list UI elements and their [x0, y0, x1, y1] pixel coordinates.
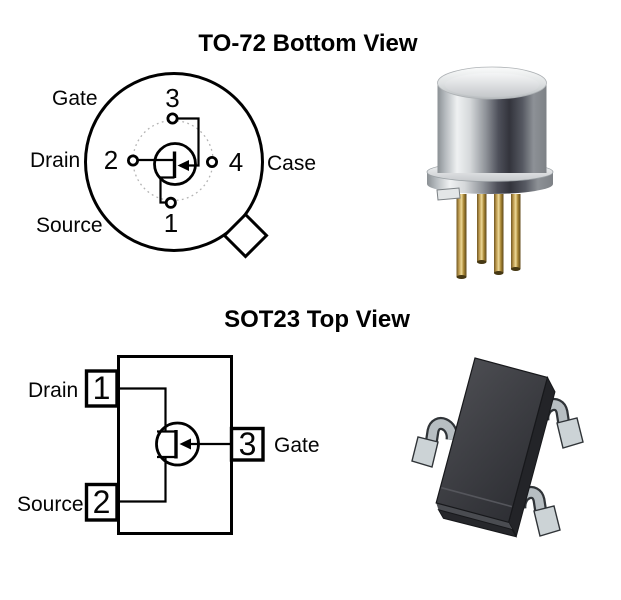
to72-case-label: Case [267, 152, 316, 175]
to72-pin1-terminal [164, 196, 177, 209]
lead-foot [533, 505, 561, 537]
to72-lead-tip [456, 275, 467, 279]
to72-lead [456, 194, 467, 277]
sot23-plastic-body [435, 357, 556, 538]
sot23-pin2-route-line [117, 457, 167, 503]
to72-lead-tip [476, 260, 487, 264]
to72-lead-tip [493, 271, 504, 275]
jfet-source-lead-line [159, 176, 175, 204]
to72-can-top-dome [445, 73, 539, 97]
sot23-jfet-symbol [117, 387, 232, 503]
sot23-pinout-diagram: 1 2 3 Drain Source Gate [17, 355, 320, 535]
to72-pin3-number: 3 [165, 83, 179, 113]
jfet-gate-lead-line [177, 117, 200, 167]
to72-lead [494, 194, 504, 273]
to72-pinout-diagram: 3 2 4 1 Gate Drain Source Case [30, 72, 316, 259]
to72-pin4-number: 4 [229, 147, 243, 177]
sot23-gate-label: Gate [274, 434, 320, 457]
to72-pin3-terminal [166, 112, 179, 125]
sot23-package-photo [411, 357, 584, 538]
jfet-gate-arrow-icon [179, 438, 191, 450]
to72-lead-tip [510, 267, 521, 271]
to72-title: TO-72 Bottom View [198, 30, 417, 57]
to72-index-tab-diamond [222, 212, 269, 259]
to72-package-photo [426, 66, 554, 279]
sot23-pin2-number: 2 [93, 484, 111, 520]
sot23-pin3-box [229, 426, 265, 462]
to72-pin2-number: 2 [104, 145, 118, 175]
body-top-face [435, 357, 549, 524]
to72-pin1-number: 1 [164, 208, 178, 238]
body-bottom-face [437, 508, 518, 538]
sot23-source-label: Source [17, 493, 84, 516]
to72-pin4-terminal [205, 155, 218, 168]
lead-foot [556, 417, 584, 449]
to72-package-leads [456, 194, 521, 279]
sot23-title: SOT23 Top View [224, 306, 410, 333]
jfet-gate-arrow-icon [177, 160, 189, 171]
to72-lead [477, 194, 487, 262]
to72-jfet-symbol [137, 117, 200, 204]
to72-case-outline-circle [84, 72, 264, 252]
sot23-pin1-route-line [117, 387, 167, 432]
sot23-drain-label: Drain [28, 379, 78, 402]
to72-lead [511, 194, 521, 269]
to72-flange-tab [436, 187, 461, 201]
to72-gate-label: Gate [52, 87, 98, 110]
body-bevel-line [441, 486, 513, 508]
sot23-pin3-number: 3 [239, 426, 257, 462]
sot23-lead-left [411, 417, 459, 468]
lead-foot [411, 436, 439, 468]
to72-pin2-terminal [126, 154, 139, 167]
body-bottom-chamfer [436, 502, 512, 530]
sot23-pin1-number: 1 [93, 370, 111, 406]
to72-source-label: Source [36, 214, 103, 237]
to72-drain-label: Drain [30, 149, 80, 172]
